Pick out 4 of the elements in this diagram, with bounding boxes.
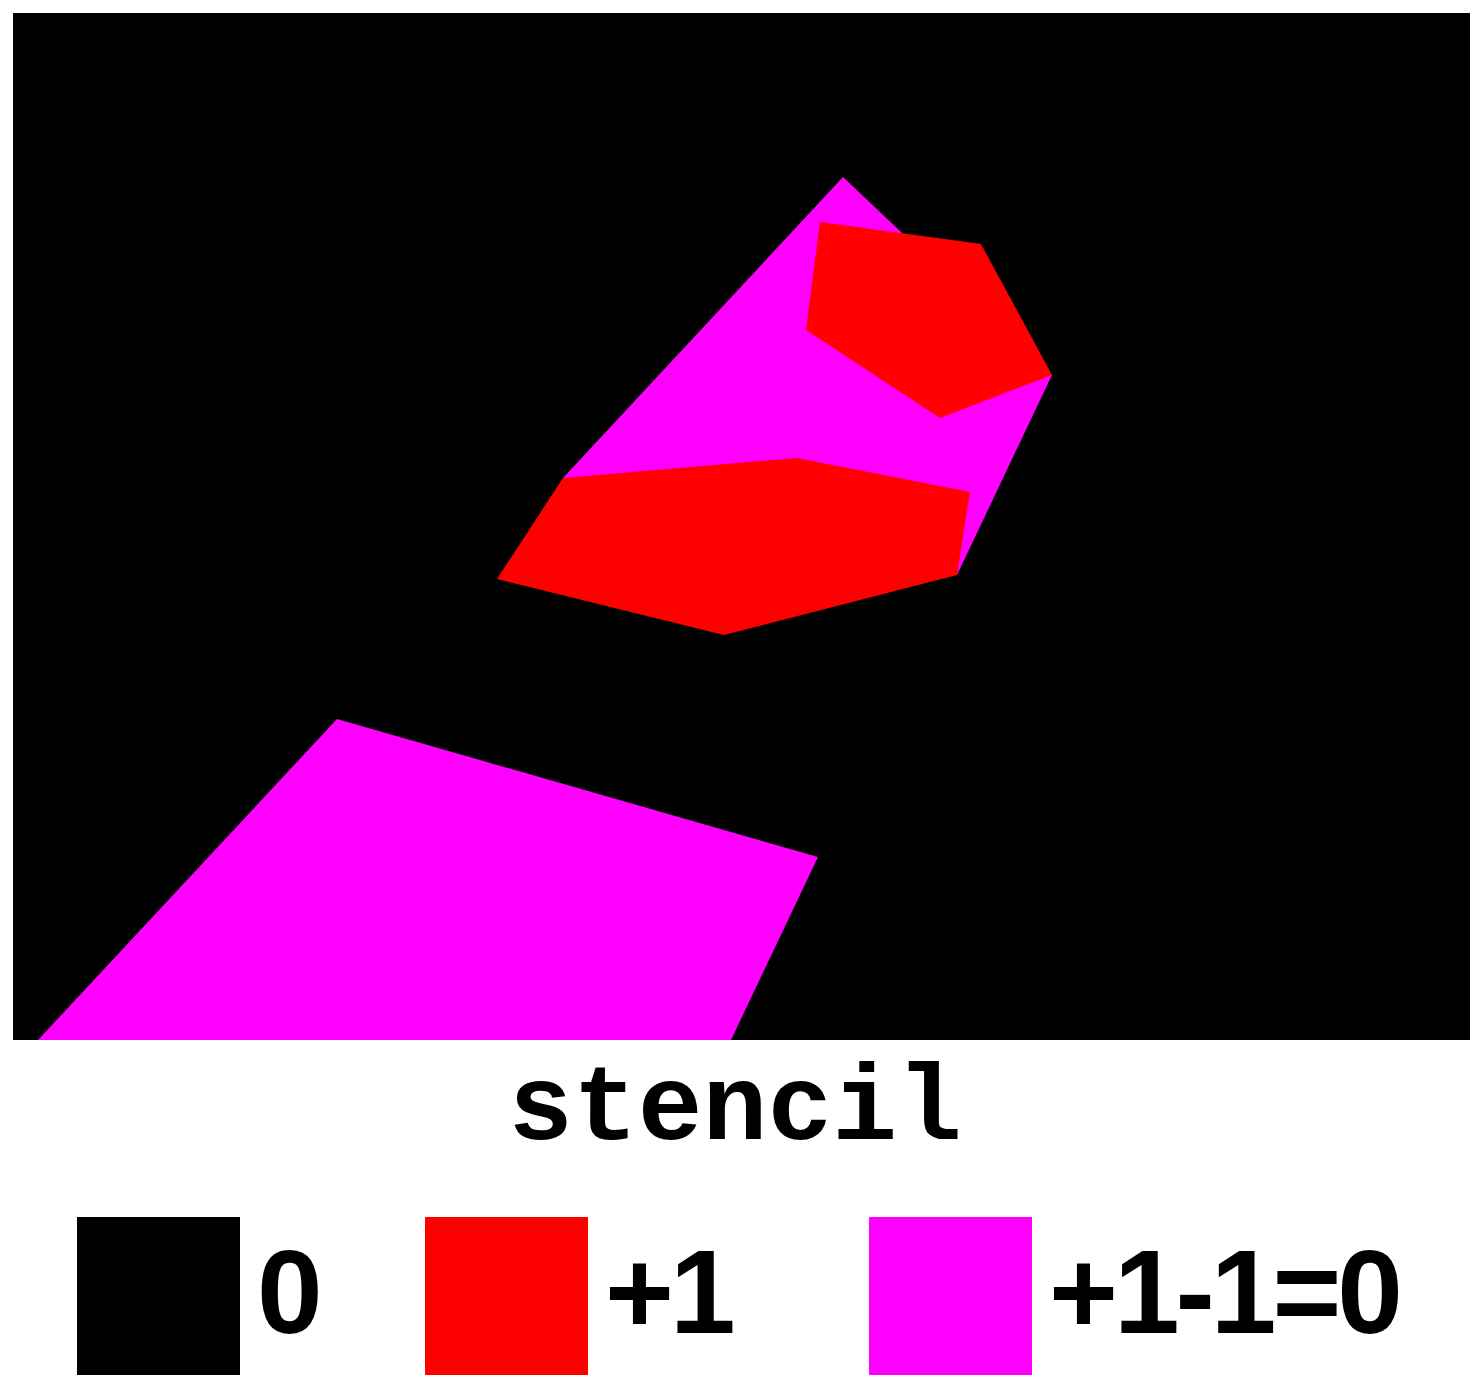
legend-label: +1-1=0 (1049, 1225, 1399, 1360)
caption: stencil (508, 1049, 962, 1171)
legend-label: +1 (605, 1225, 732, 1360)
legend-label: 0 (257, 1225, 319, 1360)
